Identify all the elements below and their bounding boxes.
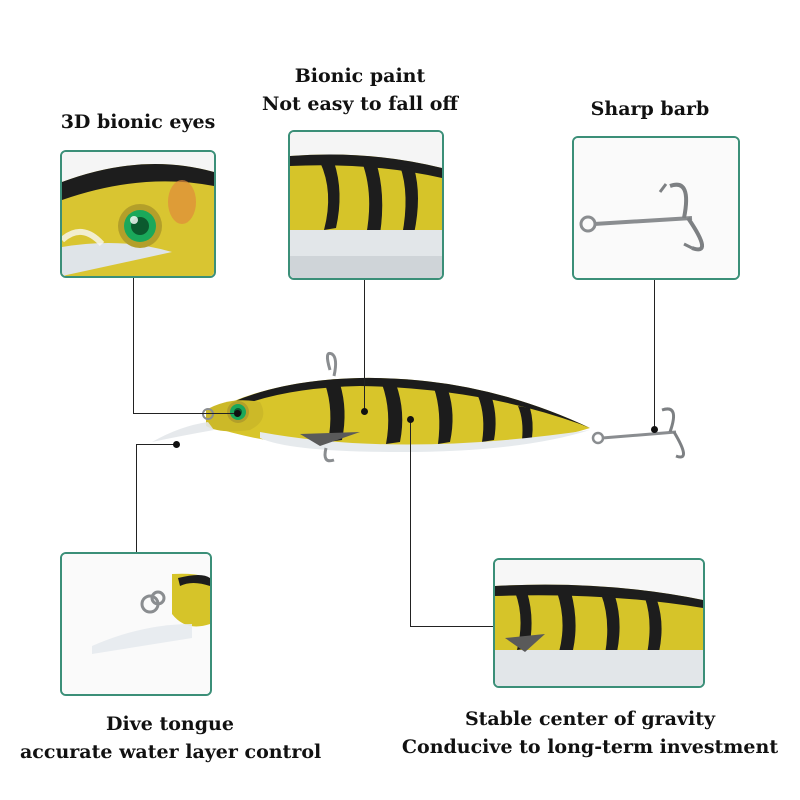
leader-gravity-dot: [407, 416, 414, 423]
callout-eyes-label: 3D bionic eyes: [38, 108, 238, 136]
leader-gravity-horizontal: [410, 626, 493, 627]
leader-eyes-horizontal: [133, 413, 238, 414]
leader-barb-vertical: [654, 280, 655, 430]
callout-barb-label: Sharp barb: [550, 95, 750, 123]
callout-gravity-line2: Conducive to long-term investment: [401, 736, 779, 758]
detail-barb-photo: [572, 136, 740, 280]
leader-paint-vertical: [364, 280, 365, 410]
callout-tongue-line2: accurate water layer control: [20, 741, 322, 763]
leader-tongue-vertical: [136, 444, 137, 552]
callout-paint-line2: Not easy to fall off: [261, 93, 459, 115]
detail-paint-photo: [288, 130, 444, 280]
callout-eyes-line1: 3D bionic eyes: [60, 111, 216, 133]
callout-barb-line1: Sharp barb: [590, 98, 710, 120]
detail-gravity-photo: [493, 558, 705, 688]
callout-paint-line1: Bionic paint: [294, 65, 426, 87]
leader-gravity-vertical: [410, 420, 411, 626]
leader-paint-dot: [361, 408, 368, 415]
leader-eyes-vertical: [133, 278, 134, 414]
detail-tongue-photo: [60, 552, 212, 696]
leader-tongue-horizontal: [136, 444, 176, 445]
detail-eyes-photo: [60, 150, 216, 278]
main-lure-photo: [120, 340, 720, 480]
leader-tongue-dot: [173, 441, 180, 448]
callout-tongue-line1: Dive tongue: [106, 713, 234, 735]
leader-barb-dot: [651, 426, 658, 433]
callout-paint-label: Bionic paint Not easy to fall off: [240, 62, 480, 118]
callout-gravity-line1: Stable center of gravity: [464, 708, 716, 730]
callout-tongue-label: Dive tongue accurate water layer control: [20, 710, 322, 766]
callout-gravity-label: Stable center of gravity Conducive to lo…: [400, 705, 780, 761]
leader-eyes-dot: [234, 410, 241, 417]
